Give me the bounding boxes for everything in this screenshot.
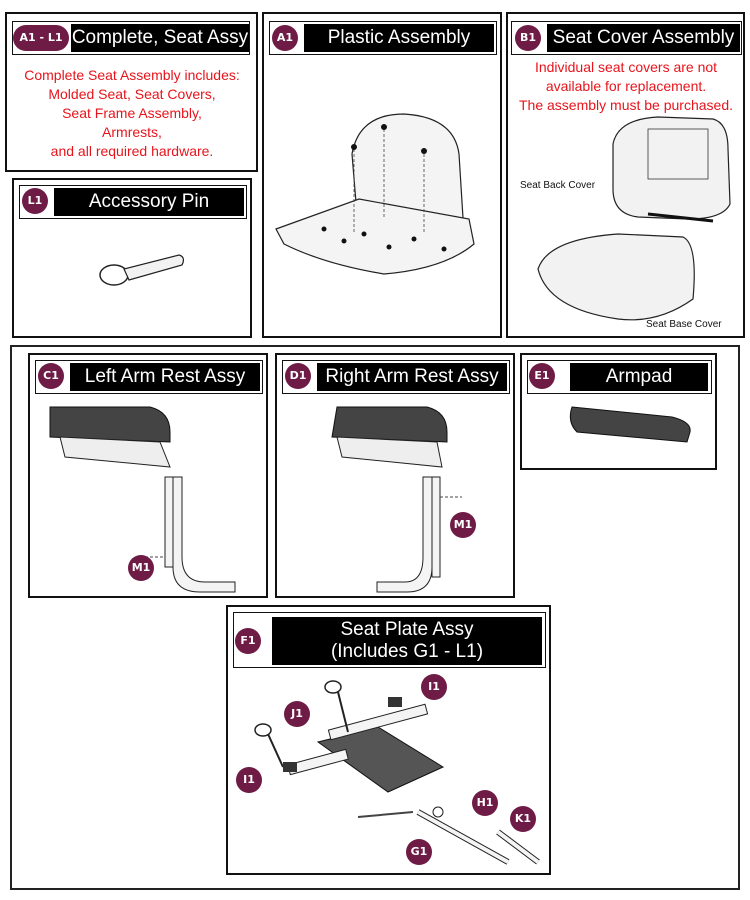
badge-e1: E1 <box>529 363 555 389</box>
seat-cover-note: Individual seat covers are not available… <box>508 58 744 115</box>
badge-f1: F1 <box>235 628 261 654</box>
note-line: and all required hardware. <box>50 143 214 159</box>
panel-title: Armpad <box>570 363 708 391</box>
panel-plastic-assembly: A1 Plastic Assembly <box>262 12 502 338</box>
armpad-illustration <box>569 406 691 443</box>
callout-g1: G1 <box>406 839 432 865</box>
note-line: available for replacement. <box>545 78 707 94</box>
badge-c1: C1 <box>38 363 64 389</box>
note-line: Seat Frame Assembly, <box>62 105 202 121</box>
seat-cover-illustration <box>537 116 731 321</box>
panel-title: Plastic Assembly <box>304 24 494 52</box>
callout-m1: M1 <box>128 555 154 581</box>
callout-i1-top: I1 <box>421 674 447 700</box>
badge-l1: L1 <box>22 188 48 214</box>
callout-k1: K1 <box>510 806 536 832</box>
left-arm-illustration <box>49 406 236 593</box>
callout-i1-left: I1 <box>236 767 262 793</box>
panel-title: Seat Cover Assembly <box>547 24 740 52</box>
seat-plate-title-line1: Seat Plate Assy <box>340 619 474 640</box>
panel-complete-seat: A1 - L1 Complete, Seat Assy Complete Sea… <box>5 12 258 172</box>
right-arm-illustration <box>331 406 462 593</box>
badge-a1: A1 <box>272 25 298 51</box>
badge-a1-l1: A1 - L1 <box>13 25 69 51</box>
title-cell <box>233 612 546 668</box>
panel-seat-plate: F1 Seat Plate Assy (Includes G1 - L1) I1… <box>226 605 551 875</box>
panel-seat-cover: B1 Seat Cover Assembly Individual seat c… <box>506 12 745 338</box>
panel-armpad: E1 Armpad <box>520 353 717 470</box>
title-cell <box>527 360 712 394</box>
panel-title: Right Arm Rest Assy <box>317 363 507 391</box>
callout-h1: H1 <box>472 790 498 816</box>
title-cell <box>35 360 263 394</box>
title-cell <box>269 21 497 55</box>
accessory-pin-illustration <box>99 254 185 286</box>
title-cell <box>12 21 250 55</box>
callout-m1: M1 <box>450 512 476 538</box>
note-line: Individual seat covers are not <box>534 59 718 75</box>
note-line: Molded Seat, Seat Covers, <box>48 86 216 102</box>
seat-back-cover-label: Seat Back Cover <box>520 180 596 191</box>
title-cell <box>282 360 510 394</box>
plastic-seat-illustration <box>275 113 475 275</box>
title-cell <box>19 185 247 219</box>
badge-d1: D1 <box>285 363 311 389</box>
note-line: Complete Seat Assembly includes: <box>24 67 240 83</box>
seat-plate-title-line2: (Includes G1 - L1) <box>330 641 484 662</box>
seat-plate-illustration <box>254 680 540 865</box>
badge-b1: B1 <box>515 25 541 51</box>
seat-base-cover-label: Seat Base Cover <box>646 319 722 330</box>
panel-title: Seat Plate Assy (Includes G1 - L1) <box>272 617 542 665</box>
note-line: The assembly must be purchased. <box>519 97 733 113</box>
note-line: Armrests, <box>102 124 162 140</box>
panel-accessory-pin: L1 Accessory Pin <box>12 178 252 338</box>
panel-title: Accessory Pin <box>54 188 244 216</box>
panel-title: Left Arm Rest Assy <box>70 363 260 391</box>
callout-j1: J1 <box>284 701 310 727</box>
panel-title: Complete, Seat Assy <box>71 24 249 52</box>
panel-right-arm-rest: D1 Right Arm Rest Assy M1 <box>275 353 515 598</box>
title-cell <box>511 21 742 55</box>
complete-seat-note: Complete Seat Assembly includes: Molded … <box>7 66 257 161</box>
panel-left-arm-rest: C1 Left Arm Rest Assy M1 <box>28 353 268 598</box>
